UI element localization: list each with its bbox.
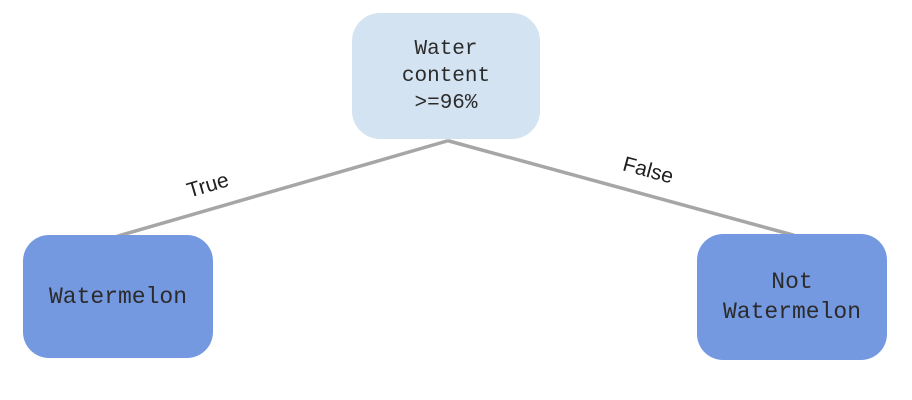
leaf-node-not-watermelon: Not Watermelon (697, 234, 887, 360)
root-node-water-content: Water content >=96% (352, 13, 540, 139)
leaf-node-watermelon-label: Watermelon (48, 283, 188, 310)
edge-true-line (116, 139, 449, 238)
root-node-label: Water content >=96% (401, 37, 491, 115)
edge-false-line (447, 139, 795, 237)
leaf-node-not-watermelon-label: Not Watermelon (722, 269, 862, 325)
leaf-node-watermelon: Watermelon (23, 235, 213, 358)
